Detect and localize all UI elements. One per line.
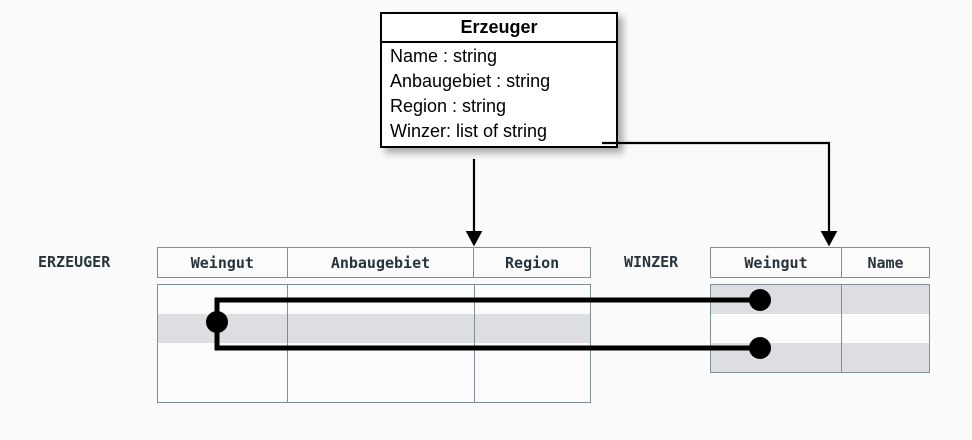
table-cell[interactable]: [288, 314, 475, 343]
table-cell[interactable]: [158, 343, 288, 372]
table-label-winzer: WINZER: [624, 253, 679, 271]
column-header-weingut: Weingut: [711, 248, 842, 277]
table-body-erzeuger: [157, 284, 591, 403]
column-header-weingut: Weingut: [158, 248, 288, 277]
table-cell[interactable]: [475, 372, 590, 402]
column-header-name: Name: [867, 253, 904, 272]
table-cell[interactable]: [842, 314, 929, 343]
table-cell[interactable]: [475, 314, 590, 343]
uml-attribute-region: Region : string: [390, 96, 507, 116]
table-cell[interactable]: [842, 343, 929, 372]
table-cell[interactable]: [288, 285, 475, 314]
winzer-mapping-arrow: [602, 141, 838, 247]
table-row[interactable]: [711, 285, 929, 314]
table-cell[interactable]: [842, 285, 929, 314]
table-cell[interactable]: [158, 285, 288, 314]
table-cell[interactable]: [475, 285, 590, 314]
table-row[interactable]: [158, 285, 590, 314]
table-cell[interactable]: [158, 314, 288, 343]
column-header-region: Region: [505, 253, 560, 272]
table-header-erzeuger: Weingut Anbaugebiet Region: [157, 247, 591, 278]
column-header-anbaugebiet: Anbaugebiet: [288, 248, 475, 277]
table-cell[interactable]: [288, 343, 475, 372]
table-row[interactable]: [158, 372, 590, 402]
uml-class-box-erzeuger: Erzeuger Name : string Anbaugebiet : str…: [380, 12, 618, 148]
table-row[interactable]: [158, 314, 590, 343]
table-row[interactable]: [158, 343, 590, 372]
uml-attribute-list: Name : string Anbaugebiet : string Regio…: [382, 43, 616, 146]
table-header-winzer: Weingut Name: [710, 247, 930, 278]
uml-attribute-anbaugebiet: Anbaugebiet : string: [390, 71, 551, 91]
uml-attribute-name: Name : string: [390, 46, 498, 66]
table-cell[interactable]: [288, 372, 475, 402]
table-body-winzer: [710, 284, 930, 373]
table-row[interactable]: [711, 314, 929, 343]
uml-class-name: Erzeuger: [382, 14, 616, 43]
table-cell[interactable]: [158, 372, 288, 402]
table-row[interactable]: [711, 343, 929, 372]
table-cell[interactable]: [711, 314, 842, 343]
table-cell[interactable]: [711, 343, 842, 372]
table-cell[interactable]: [475, 343, 590, 372]
uml-attribute-winzer: Winzer: list of string: [390, 121, 548, 141]
table-label-erzeuger: ERZEUGER: [38, 253, 111, 271]
table-cell[interactable]: [711, 285, 842, 314]
